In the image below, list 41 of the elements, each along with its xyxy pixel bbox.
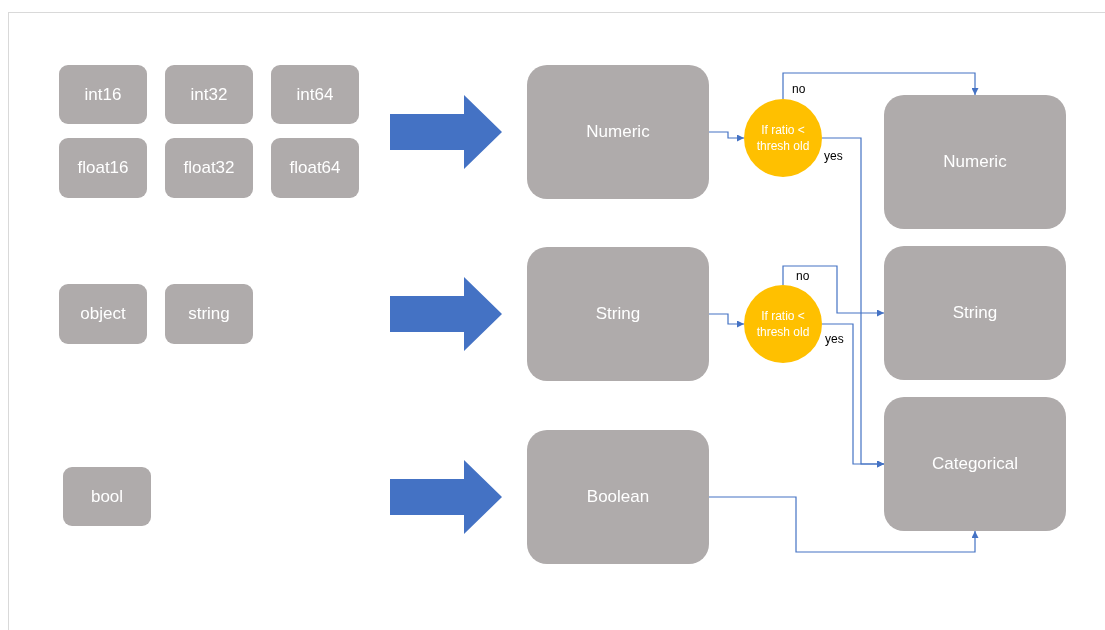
type-box: [884, 95, 1066, 229]
dtype-box: [59, 284, 147, 344]
block-arrow: [390, 277, 502, 351]
connector-arrow: [782, 265, 885, 317]
type-box: [527, 430, 709, 564]
type-label: object: [80, 304, 126, 324]
type-label: Boolean: [586, 487, 650, 507]
dtype-box: [165, 65, 253, 124]
type-label: Numeric: [586, 122, 650, 142]
type-label: string: [188, 304, 230, 324]
condition-text: If ratio < thresh old: [755, 308, 811, 340]
type-label: int64: [296, 84, 334, 105]
connector-arrow: [708, 131, 745, 142]
condition-text: If ratio < thresh old: [755, 122, 811, 154]
connector-arrow: [782, 72, 979, 100]
type-label: int16: [84, 84, 122, 105]
dtype-box: [63, 467, 151, 526]
dtype-box: [165, 284, 253, 344]
dtype-box: [59, 65, 147, 124]
dtype-box: [271, 138, 359, 198]
connector-arrow: [821, 323, 885, 468]
type-label: String: [952, 303, 998, 323]
type-box: [884, 246, 1066, 380]
type-box: [527, 247, 709, 381]
dtype-box: [271, 65, 359, 124]
dtype-box: [59, 138, 147, 198]
block-arrow: [390, 95, 502, 169]
type-label: int32: [190, 84, 228, 105]
block-arrow: [390, 460, 502, 534]
type-label: bool: [90, 486, 124, 507]
type-label: Categorical: [932, 454, 1018, 474]
type-box: [884, 397, 1066, 531]
type-label: String: [595, 304, 641, 324]
type-label: Numeric: [943, 152, 1007, 172]
connector-arrow: [708, 313, 745, 328]
type-label: float64: [289, 158, 341, 178]
dtype-box: [165, 138, 253, 198]
type-label: float16: [77, 158, 129, 178]
type-box: [527, 65, 709, 199]
type-label: float32: [183, 158, 235, 178]
connector-arrow: [708, 496, 979, 553]
